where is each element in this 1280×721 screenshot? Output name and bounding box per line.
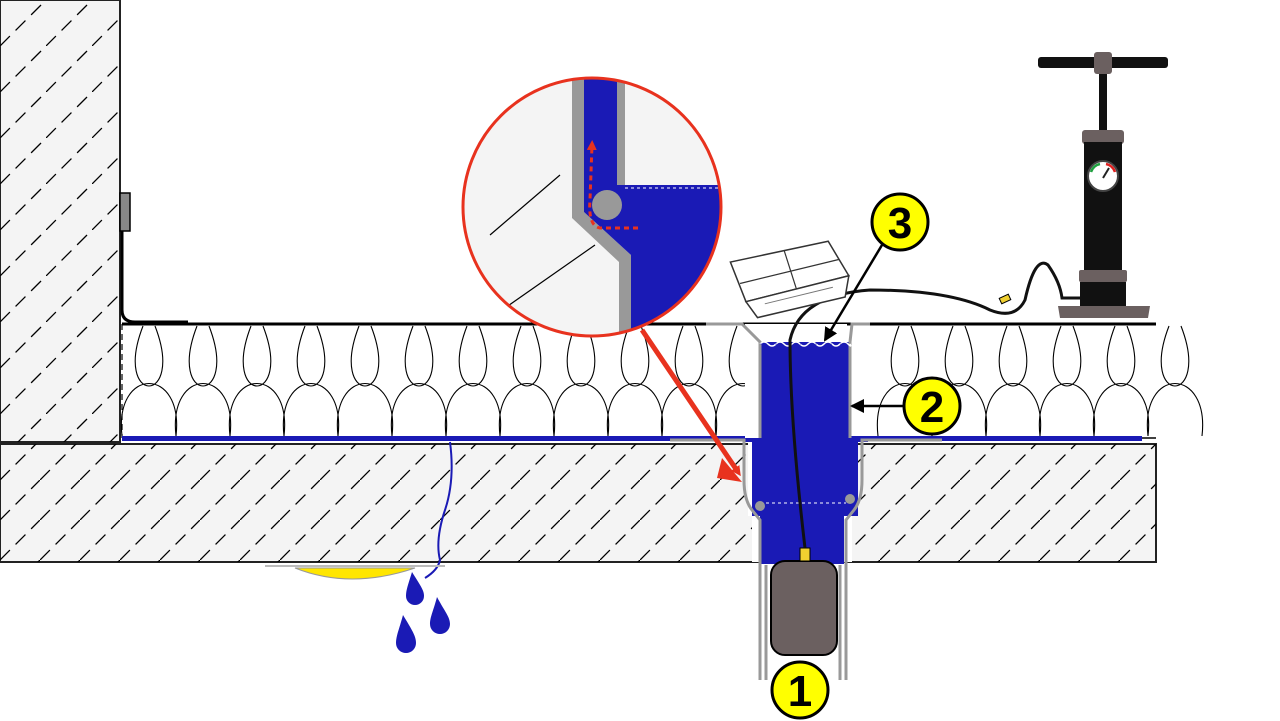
drain-pipe bbox=[670, 322, 942, 680]
flashing-clamp bbox=[119, 192, 131, 232]
label-1-text: 1 bbox=[788, 667, 812, 716]
pressure-gauge bbox=[1087, 160, 1119, 192]
ceiling-stain bbox=[294, 567, 416, 580]
concrete-slab bbox=[0, 443, 1157, 563]
insulation-loop bbox=[282, 325, 340, 437]
insulation-loop bbox=[120, 325, 178, 437]
insulation-loop bbox=[1092, 325, 1150, 437]
wall-flashing bbox=[120, 195, 188, 324]
insulation-loop bbox=[984, 325, 1042, 437]
insulation-loop bbox=[444, 325, 502, 437]
insulation-loop bbox=[606, 325, 664, 437]
leak-path bbox=[424, 441, 453, 579]
insulation-loop bbox=[660, 325, 718, 437]
magnifier-pointer bbox=[639, 328, 741, 477]
water-drop-icon bbox=[396, 572, 450, 653]
label-2-text: 2 bbox=[920, 383, 944, 432]
insulation-loop bbox=[1038, 325, 1096, 437]
insulation-loop bbox=[498, 325, 556, 437]
test-plug bbox=[770, 547, 838, 656]
air-pump-icon bbox=[1038, 52, 1168, 318]
label-1-badge: 1 bbox=[770, 660, 830, 720]
drain-strainer-icon bbox=[729, 240, 850, 319]
insulation-loop bbox=[552, 325, 610, 437]
insulation-loop bbox=[228, 325, 286, 437]
wall bbox=[0, 0, 121, 443]
detail-magnifier bbox=[461, 76, 723, 338]
label-3-badge: 3 bbox=[870, 192, 930, 252]
water-film bbox=[122, 436, 1142, 441]
insulation-loop bbox=[390, 325, 448, 437]
hose-coupling bbox=[998, 293, 1012, 305]
label-3-text: 3 bbox=[888, 199, 912, 248]
insulation-loop bbox=[1146, 325, 1204, 437]
label-2-badge: 2 bbox=[902, 376, 962, 436]
insulation-layer bbox=[120, 322, 1204, 439]
insulation-loop bbox=[174, 325, 232, 437]
insulation-loop bbox=[336, 325, 394, 437]
label-3-arrow bbox=[823, 244, 884, 342]
air-hose bbox=[788, 261, 1083, 549]
